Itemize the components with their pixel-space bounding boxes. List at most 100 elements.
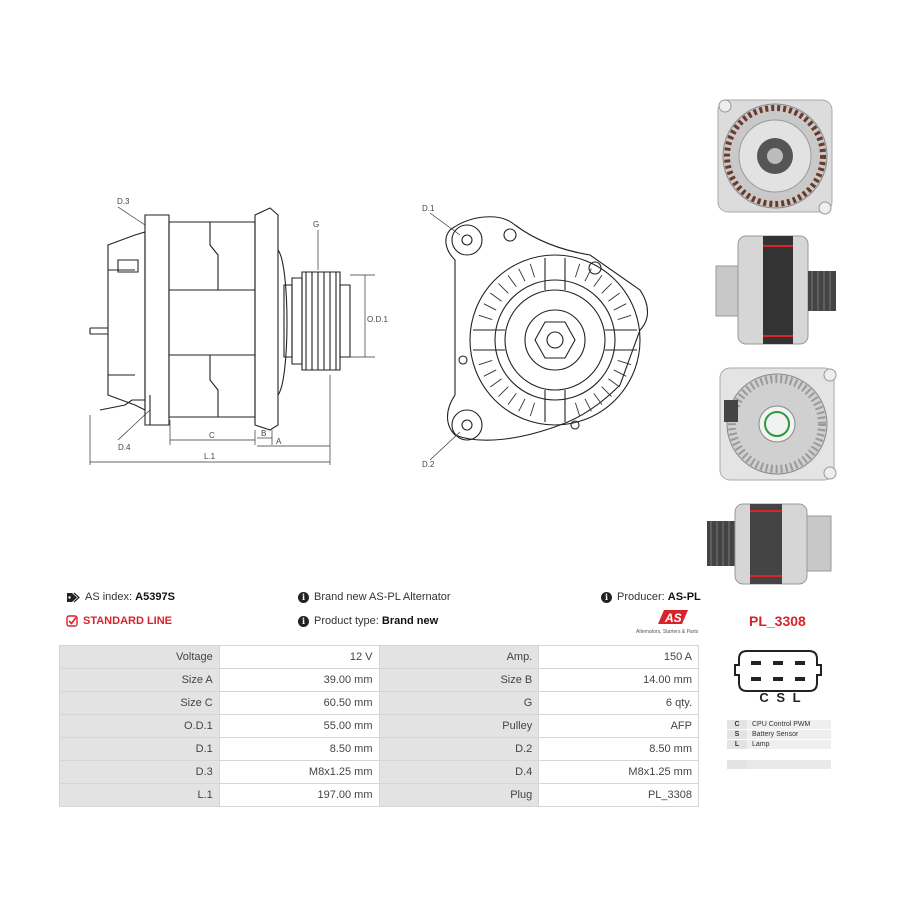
checkbox-icon <box>66 615 78 627</box>
vent-slot <box>519 269 525 281</box>
spec-label: D.4 <box>378 760 540 784</box>
spec-value: 14.00 mm <box>538 668 699 692</box>
legend-key: C <box>727 720 747 729</box>
plug-code: PL_3308 <box>749 613 806 629</box>
vent-slot <box>602 387 612 397</box>
legend-key: S <box>727 730 747 739</box>
spec-value: PL_3308 <box>538 783 699 807</box>
spec-value: 60.50 mm <box>218 691 380 715</box>
brand-new-text: Brand new AS-PL Alternator <box>314 591 451 603</box>
spec-label: Pulley <box>378 714 540 738</box>
connector-diagram <box>734 650 822 692</box>
vent-slot <box>479 360 492 364</box>
vent-slot <box>484 304 496 310</box>
dim-g: G <box>313 220 319 229</box>
spec-label: Size B <box>378 668 540 692</box>
product-type: i Product type: Brand new <box>298 615 438 627</box>
spec-label: L.1 <box>59 783 220 807</box>
vent-slot <box>585 399 591 411</box>
spec-value: 8.50 mm <box>218 737 380 761</box>
spec-value: AFP <box>538 714 699 738</box>
cooling-vents <box>479 264 631 416</box>
vent-slot <box>575 264 579 277</box>
dim-b: B <box>261 429 266 438</box>
as-index: AS index: A5397S <box>66 591 175 603</box>
logo-text: AS <box>664 611 682 625</box>
vent-slot <box>508 393 516 404</box>
spec-value: 6 qty. <box>538 691 699 715</box>
as-index-value: A5397S <box>135 591 175 603</box>
spec-label: O.D.1 <box>59 714 220 738</box>
dim-l1: L.1 <box>204 452 216 461</box>
dim-a: A <box>276 437 282 446</box>
spec-value: 55.00 mm <box>218 714 380 738</box>
spec-label: Size A <box>59 668 220 692</box>
legend-desc: CPU Control PWM <box>747 720 831 729</box>
vent-slot <box>614 370 626 376</box>
vent-slot <box>530 403 534 416</box>
as-pl-logo: AS Alternators, Starters & Parts <box>636 610 700 636</box>
spec-value: 39.00 mm <box>218 668 380 692</box>
alternator-photo-front <box>710 92 840 220</box>
vent-slot <box>508 275 516 286</box>
spec-label: Plug <box>378 783 540 807</box>
tag-icon <box>67 592 80 603</box>
vent-slot <box>594 393 602 404</box>
dim-od1: O.D.1 <box>367 315 388 324</box>
info-icon: i <box>298 615 309 627</box>
spec-label: D.1 <box>59 737 220 761</box>
legend-desc: Battery Sensor <box>747 730 831 739</box>
vent-slot <box>530 264 534 277</box>
spec-value: 8.50 mm <box>538 737 699 761</box>
side-view-drawing: D.3 G O.D.1 D.4 C B A L.1 <box>80 197 388 475</box>
dim-c: C <box>209 431 215 440</box>
info-icon: i <box>601 591 612 603</box>
vent-slot <box>479 315 492 319</box>
vent-slot <box>490 293 501 301</box>
spec-value: M8x1.25 mm <box>218 760 380 784</box>
spec-value: M8x1.25 mm <box>538 760 699 784</box>
spec-value: 150 A <box>538 645 699 669</box>
product-type-label: Product type: <box>314 615 379 627</box>
vent-slot <box>498 283 508 293</box>
vent-slot <box>602 283 612 293</box>
legend-key: L <box>727 740 747 749</box>
vent-slot <box>608 293 619 301</box>
legend-desc: Lamp <box>747 740 831 749</box>
standard-line: STANDARD LINE <box>66 615 172 627</box>
front-view-drawing: D.1 D.2 <box>422 204 665 469</box>
legend-empty-row <box>727 760 831 769</box>
vent-slot <box>498 387 508 397</box>
spec-value: 197.00 mm <box>218 783 380 807</box>
dim-d1: D.1 <box>422 204 435 213</box>
spec-label: Voltage <box>59 645 220 669</box>
spec-label: Size C <box>59 691 220 715</box>
dim-d2: D.2 <box>422 460 435 469</box>
spec-label: G <box>378 691 540 715</box>
vent-slot <box>594 275 602 286</box>
logo-tagline: Alternators, Starters & Parts <box>636 629 699 635</box>
vent-slot <box>585 269 591 281</box>
spec-label: Amp. <box>378 645 540 669</box>
spec-label: D.3 <box>59 760 220 784</box>
alternator-photo-side <box>708 226 838 352</box>
product-type-value: Brand new <box>381 615 439 627</box>
plug-pins: C S L <box>759 690 803 705</box>
standard-line-label: STANDARD LINE <box>83 615 173 627</box>
vent-slot <box>519 399 525 411</box>
alternator-photo-side-2 <box>705 496 835 592</box>
producer-value: AS-PL <box>667 591 701 603</box>
